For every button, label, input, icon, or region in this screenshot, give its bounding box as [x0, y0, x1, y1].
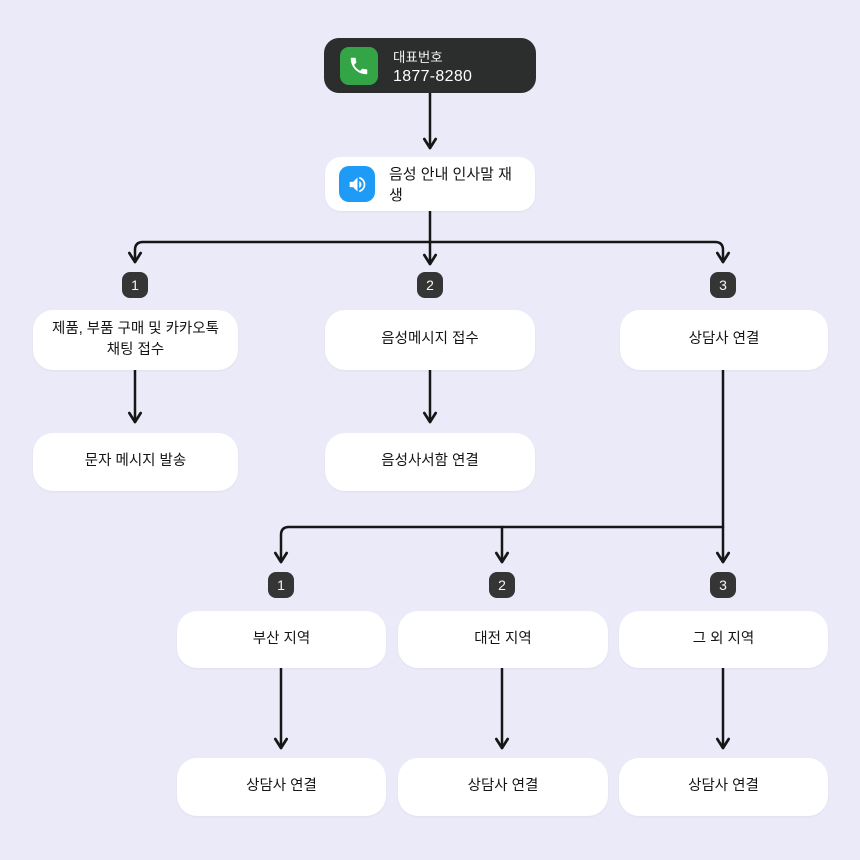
- region-badge-1: 1: [268, 572, 294, 598]
- node-sms-send: 문자 메시지 발송: [33, 433, 238, 491]
- greeting-node: 음성 안내 인사말 재생: [325, 157, 535, 211]
- node-agent-final-1: 상담사 연결: [177, 758, 386, 816]
- node-daejeon-region: 대전 지역: [398, 611, 608, 668]
- node-product-purchase: 제품, 부품 구매 및 카카오톡 채팅 접수: [33, 310, 238, 370]
- main-number-label: 대표번호: [393, 49, 443, 65]
- node-other-region: 그 외 지역: [619, 611, 828, 668]
- region-badge-2: 2: [489, 572, 515, 598]
- main-number-value: 1877-8280: [393, 67, 473, 85]
- main-number-node: 대표번호 1877-8280: [324, 38, 536, 93]
- node-busan-region: 부산 지역: [177, 611, 386, 668]
- speaker-icon: [339, 166, 375, 202]
- node-voicemail-connect: 음성사서함 연결: [325, 433, 535, 491]
- keypress-badge-1: 1: [122, 272, 148, 298]
- node-agent-final-2: 상담사 연결: [398, 758, 608, 816]
- keypress-badge-2: 2: [417, 272, 443, 298]
- region-badge-3: 3: [710, 572, 736, 598]
- phone-icon: [340, 46, 378, 85]
- node-voice-message: 음성메시지 접수: [325, 310, 535, 370]
- keypress-badge-3: 3: [710, 272, 736, 298]
- greeting-label: 음성 안내 인사말 재생: [389, 166, 512, 204]
- node-agent-final-3: 상담사 연결: [619, 758, 828, 816]
- node-agent-connect: 상담사 연결: [620, 310, 828, 370]
